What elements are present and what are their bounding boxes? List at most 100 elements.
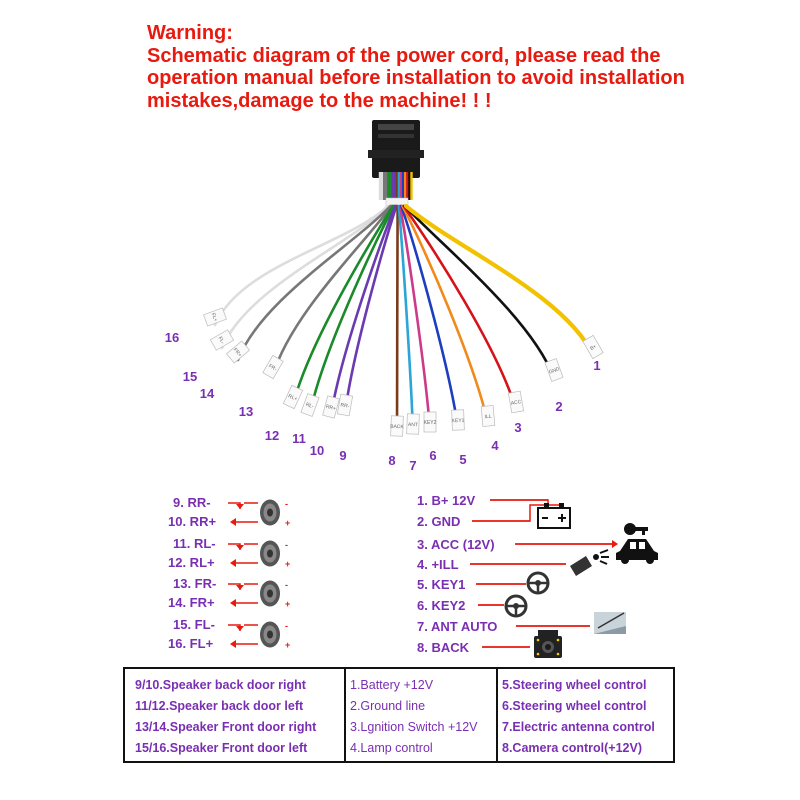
harness-number-5: 5 [459, 452, 466, 467]
harness-number-15: 15 [183, 369, 197, 384]
harness-number-4: 4 [491, 438, 499, 453]
wire-tag-text: ACC [510, 399, 522, 407]
wire-5 [399, 204, 460, 430]
wire-tag-8: BACK [390, 415, 405, 437]
wire-tag-text: ILL [484, 414, 492, 421]
harness-number-14: 14 [200, 386, 215, 401]
wire-tag-6: KEY2 [424, 411, 437, 433]
wire-16 [213, 204, 390, 327]
wire-tag-15: FL- [209, 329, 235, 351]
function-label-6: 6. KEY2 [417, 598, 465, 613]
function-label-1: 1. B+ 12V [417, 493, 476, 508]
polarity-pos: + [285, 559, 290, 569]
legend-col-power: 1.Battery +12V 2.Ground line 3.Lgnition … [344, 668, 497, 762]
harness-number-8: 8 [388, 453, 395, 468]
wire-12 [291, 204, 395, 407]
wire-14 [236, 204, 392, 362]
camera-icon [534, 630, 562, 658]
polarity-neg: - [285, 499, 288, 509]
wire-10 [329, 204, 397, 417]
wire-9 [343, 204, 398, 415]
wire-tag-10: RR+ [322, 395, 340, 419]
legend-item: 8.Camera control(+12V) [502, 741, 642, 755]
function-label-5: 5. KEY1 [417, 577, 465, 592]
harness-connector [368, 120, 424, 178]
wire-bundle [378, 172, 413, 200]
wire-11 [308, 204, 396, 415]
warning-line-3: mistakes,damage to the machine! ! ! [147, 89, 492, 112]
polarity-pos: + [285, 599, 290, 609]
wire-8 [395, 204, 399, 436]
car-icon [616, 539, 658, 564]
wire-tag-text: ANT [408, 422, 418, 428]
legend-item: 9/10.Speaker back door right [135, 678, 306, 692]
legend-item: 6.Steering wheel control [502, 699, 647, 713]
wire-7 [397, 204, 415, 434]
car-key-icon [624, 523, 648, 535]
wire-tag-text: BACK [390, 424, 404, 430]
fan-wires [213, 203, 596, 436]
speaker-label-14: 14. FR+ [168, 595, 215, 610]
wire-tag-9: RR- [336, 393, 354, 417]
wire-tag-1: B+ [582, 334, 604, 360]
legend-table: 9/10.Speaker back door right 11/12.Speak… [123, 667, 675, 763]
wire-4 [401, 204, 490, 426]
harness-number-6: 6 [429, 448, 436, 463]
battery-icon [537, 503, 571, 529]
harness-number-3: 3 [514, 420, 521, 435]
speaker-label-13: 13. FR- [173, 576, 216, 591]
function-label-2: 2. GND [417, 514, 460, 529]
function-label-4: 4. +ILL [417, 557, 459, 572]
wire-tag-text: GND [548, 366, 561, 376]
warning-line-1: Schematic diagram of the power cord, ple… [147, 44, 661, 67]
speaker-label-12: 12. RL+ [168, 555, 215, 570]
wire-tag-7: ANT [406, 413, 420, 435]
function-section: 1. B+ 12V 2. GND 3. ACC (12V) 4. +ILL 5. KEY… [417, 493, 618, 655]
wire-15 [220, 204, 391, 350]
legend-item: 3.Lgnition Switch +12V [350, 720, 478, 734]
wire-tag-text: RL+ [287, 393, 298, 402]
wire-tag-text: KEY2 [424, 420, 437, 426]
function-label-8: 8. BACK [417, 640, 470, 655]
speaker-label-10: 10. RR+ [168, 514, 216, 529]
wire-1 [403, 203, 596, 358]
speaker-section: 9. RR-10. RR+-+11. RL-12. RL+-+13. FR-14… [168, 495, 290, 651]
speaker-label-9: 9. RR- [173, 495, 211, 510]
legend-item: 7.Electric antenna control [502, 720, 655, 734]
wire-tag-13: FR- [262, 354, 284, 380]
polarity-neg: - [285, 621, 288, 631]
harness-number-1: 1 [593, 358, 600, 373]
wire-tag-12: RL+ [282, 384, 304, 410]
wire-tag-text: B+ [589, 344, 597, 352]
wire-tag-3: ACC [507, 390, 525, 414]
legend-col-controls: 5.Steering wheel control 6.Steering whee… [496, 668, 674, 762]
wire-tag-text: FR- [267, 363, 278, 373]
function-label-7: 7. ANT AUTO [417, 619, 497, 634]
speaker-label-15: 15. FL- [173, 617, 215, 632]
polarity-neg: - [285, 580, 288, 590]
warning-line-2: operation manual before installation to … [147, 67, 685, 89]
legend-item: 13/14.Speaker Front door right [135, 720, 317, 734]
wire-tag-text: RL- [305, 402, 315, 411]
legend-item: 1.Battery +12V [350, 678, 434, 692]
speaker-icon [260, 580, 280, 607]
legend-col-speakers: 9/10.Speaker back door right 11/12.Speak… [124, 668, 345, 762]
antenna-icon [594, 612, 626, 634]
polarity-pos: + [285, 640, 290, 650]
warning-text: Warning: Schematic diagram of the power … [147, 22, 787, 112]
function-label-3: 3. ACC (12V) [417, 537, 495, 552]
wire-tag-text: FR+ [232, 347, 243, 358]
polarity-pos: + [285, 518, 290, 528]
legend-item: 15/16.Speaker Front door left [135, 741, 308, 755]
wire-tag-14: FR+ [225, 340, 251, 364]
wire-6 [398, 204, 432, 432]
wire-tag-2: GND [544, 358, 564, 382]
steering-wheel-icon-2 [504, 594, 528, 618]
wire-tag-text: KEY1 [452, 418, 465, 424]
wire-tag-text: FL- [217, 336, 226, 346]
harness-number-12: 12 [265, 428, 279, 443]
harness-number-16: 16 [165, 330, 179, 345]
